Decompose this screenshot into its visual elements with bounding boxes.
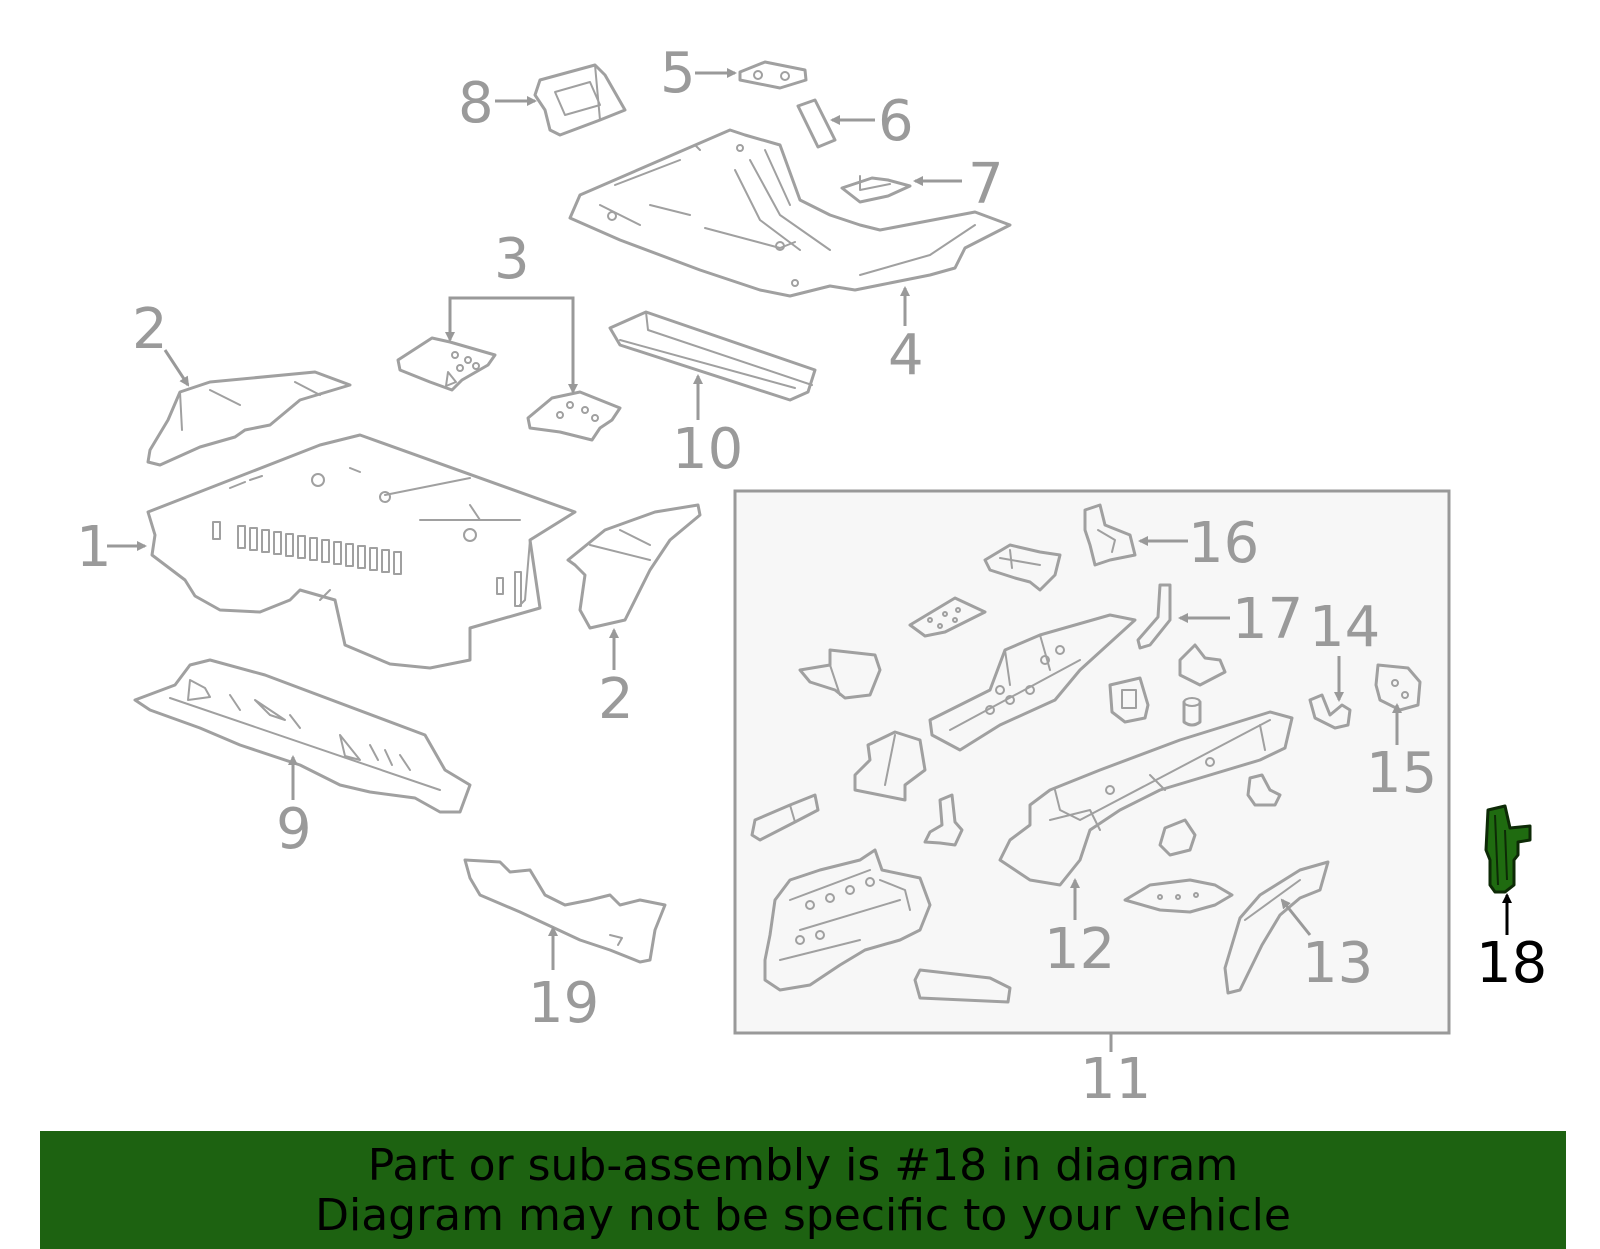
- callout-10: 10: [672, 417, 743, 482]
- part-14-bracket: [1308, 693, 1352, 730]
- box-part-floor-rail: [928, 613, 1137, 752]
- callout-17: 17: [1232, 587, 1303, 652]
- box-part-bracket-mid: [1178, 643, 1227, 687]
- callout-6: 6: [878, 89, 914, 154]
- callout-3: 3: [494, 227, 530, 292]
- callout-14: 14: [1309, 595, 1380, 660]
- box-part-cylinder: [1182, 697, 1202, 727]
- callout-9: 9: [276, 797, 312, 862]
- box-part-small-gusset: [923, 793, 964, 847]
- banner-line-2: Diagram may not be specific to your vehi…: [315, 1190, 1291, 1241]
- part-11-assembly-box: [733, 489, 1451, 1035]
- part-8-bracket: [533, 63, 627, 137]
- callout-11: 11: [1080, 1047, 1151, 1112]
- callout-18: 18: [1476, 931, 1547, 996]
- part-2-side-panel-left: [146, 370, 352, 467]
- part-1-floor-panel: [146, 433, 577, 670]
- box-part-cap: [1158, 818, 1197, 857]
- box-part-assembly-large: [763, 848, 932, 992]
- callout-15: 15: [1366, 741, 1437, 806]
- callout-1: 1: [76, 515, 112, 580]
- callout-7: 7: [968, 152, 1004, 217]
- info-banner: Part or sub-assembly is #18 in diagram D…: [40, 1131, 1566, 1249]
- box-part-plate: [908, 596, 987, 638]
- part-9-reinforcement: [133, 658, 472, 814]
- callout-12: 12: [1044, 917, 1115, 982]
- callout-16: 16: [1188, 511, 1259, 576]
- box-part-bar: [913, 968, 1012, 1004]
- part-6-pad: [796, 98, 837, 149]
- part-5-plate: [738, 60, 808, 90]
- part-12-rail: [998, 710, 1294, 887]
- part-7-bracket: [840, 175, 912, 204]
- part-10-crossmember: [608, 310, 817, 402]
- callout-8: 8: [458, 71, 494, 136]
- banner-line-1: Part or sub-assembly is #18 in diagram: [367, 1140, 1239, 1191]
- part-17-tube: [1136, 583, 1172, 650]
- callout-13: 13: [1302, 931, 1373, 996]
- box-part-gusset: [853, 730, 927, 802]
- part-13-wheelhouse: [1223, 860, 1330, 995]
- callout-2-right: 2: [598, 667, 634, 732]
- part-2-side-panel-right: [566, 503, 702, 630]
- box-part-tab: [1246, 773, 1282, 807]
- callout-2-left: 2: [132, 297, 168, 362]
- callout-19: 19: [528, 971, 599, 1036]
- box-part-bracket-lower: [1123, 878, 1234, 914]
- callout-5: 5: [660, 41, 696, 106]
- callout-4: 4: [888, 323, 924, 388]
- box-part-small-bracket: [1108, 676, 1150, 724]
- box-part-bracket-left: [798, 648, 882, 700]
- part-15-plate: [1374, 663, 1422, 712]
- part-1-slot-row: [212, 521, 522, 607]
- part-3-bracket-a: [396, 336, 497, 392]
- part-19-panel: [463, 858, 667, 964]
- part-18-highlighted: [1484, 804, 1532, 894]
- part-16-bracket: [1083, 503, 1137, 567]
- part-3-bracket-b: [526, 390, 622, 442]
- leader-lines: [107, 68, 1512, 1052]
- part-4-rear-floor-pan: [568, 128, 1012, 298]
- box-part-bracket-top: [983, 543, 1062, 592]
- box-part-clip: [750, 793, 820, 842]
